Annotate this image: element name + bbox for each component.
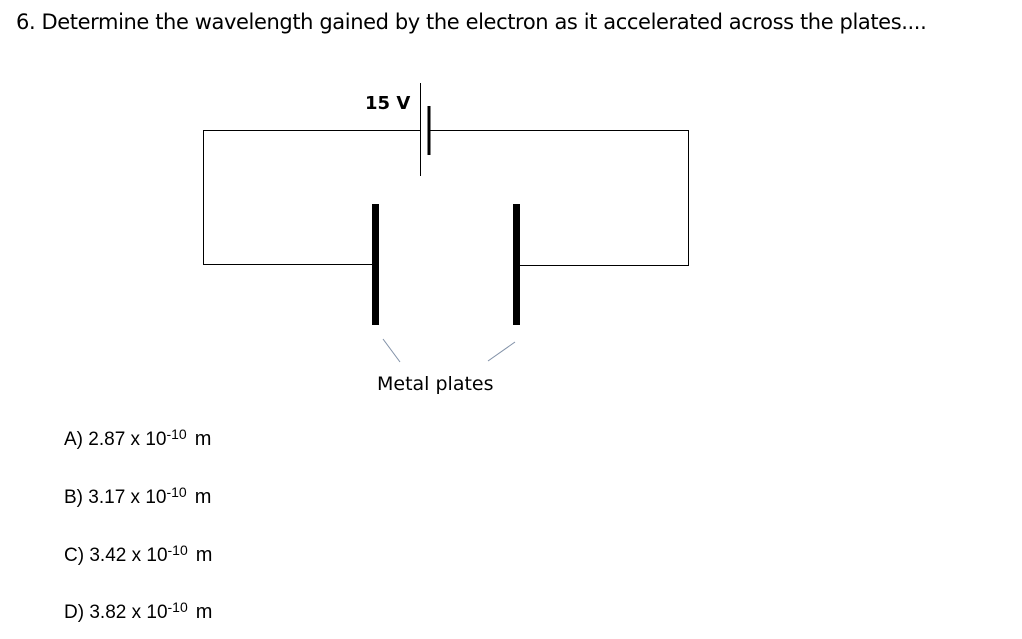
- plates-label: Metal plates: [377, 373, 494, 395]
- answer-option-b[interactable]: B) 3.17 x 10-10 m: [64, 484, 211, 509]
- answer-exponent: -10: [167, 542, 188, 558]
- battery-label: 15 V: [365, 93, 410, 114]
- answer-letter: A): [64, 429, 83, 450]
- answer-mantissa: 3.82 x 10: [89, 602, 168, 623]
- answer-option-d[interactable]: D) 3.82 x 10-10 m: [64, 599, 212, 624]
- answer-mantissa: 2.87 x 10: [88, 429, 167, 450]
- answer-exponent: -10: [167, 599, 188, 615]
- answer-letter: B): [64, 487, 83, 508]
- answer-unit: m: [195, 601, 213, 623]
- pointer-line-left: [382, 338, 401, 363]
- answer-mantissa: 3.17 x 10: [88, 487, 167, 508]
- pointer-line-right: [487, 341, 516, 362]
- answer-exponent: -10: [166, 484, 187, 500]
- question-title: 6. Determine the wavelength gained by th…: [16, 10, 927, 34]
- answer-option-c[interactable]: C) 3.42 x 10-10 m: [64, 542, 212, 567]
- answer-unit: m: [194, 428, 212, 450]
- answer-option-a[interactable]: A) 2.87 x 10-10 m: [64, 426, 211, 451]
- answer-unit: m: [195, 544, 213, 566]
- metal-plate-right: [513, 204, 520, 325]
- answer-letter: C): [64, 545, 85, 566]
- answer-mantissa: 3.42 x 10: [89, 545, 168, 566]
- answer-exponent: -10: [166, 426, 187, 442]
- answer-unit: m: [194, 486, 212, 508]
- answer-letter: D): [64, 602, 85, 623]
- metal-plate-left: [372, 204, 379, 325]
